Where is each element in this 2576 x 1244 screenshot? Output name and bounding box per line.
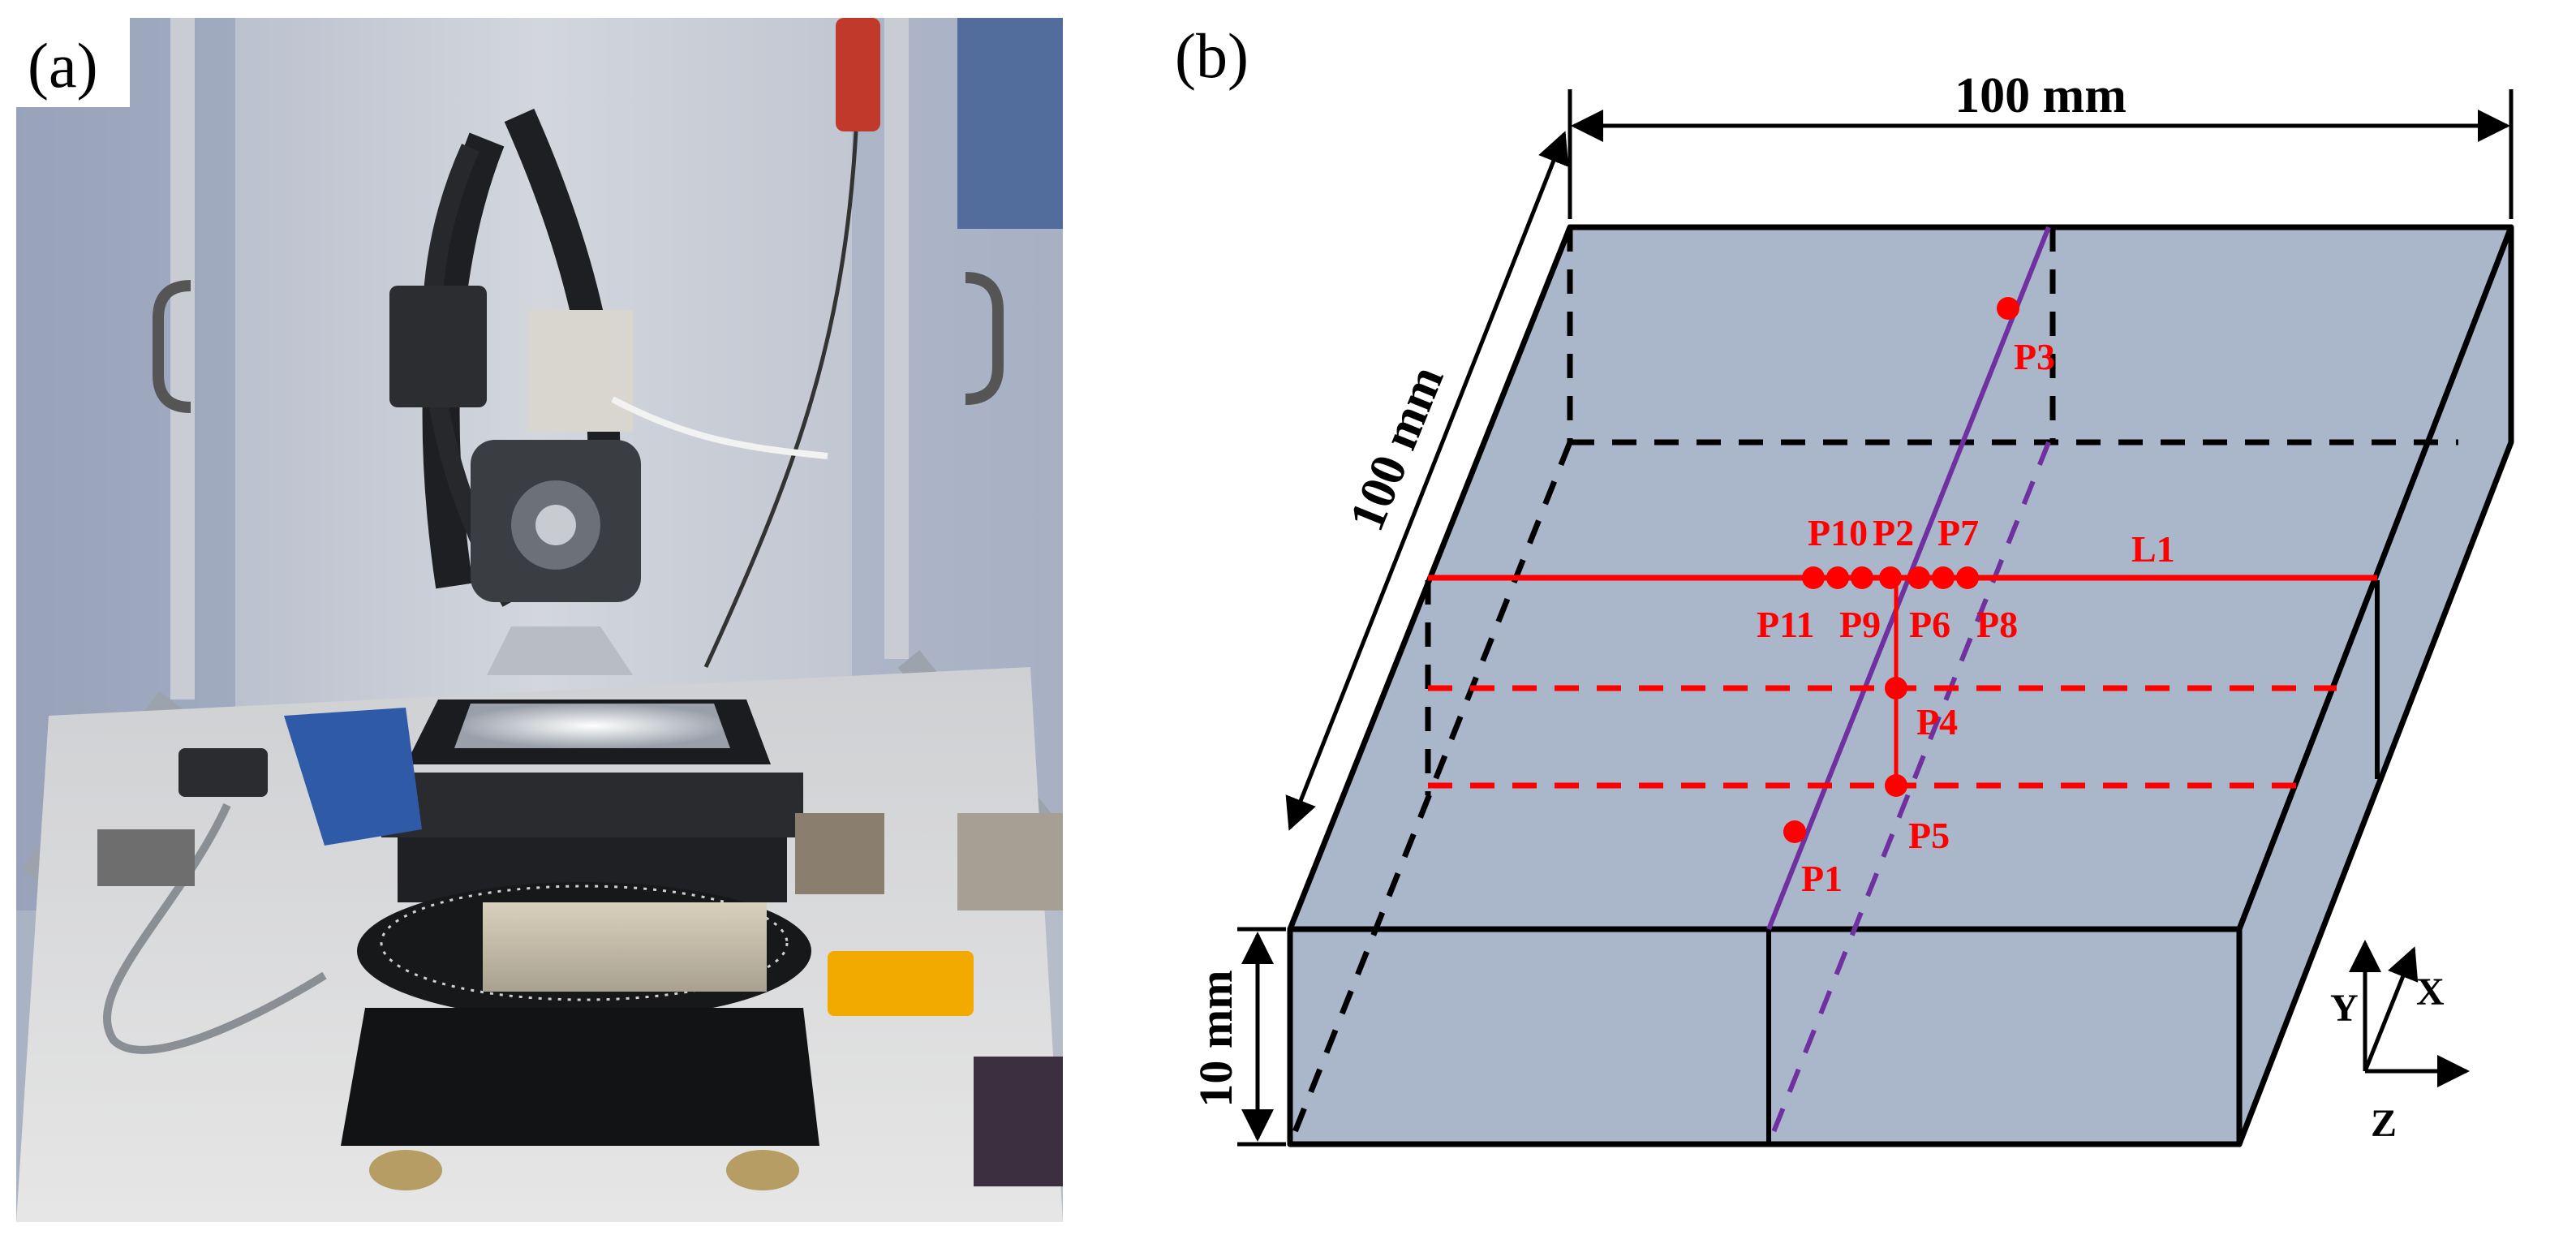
label-p9: P9 xyxy=(1839,604,1881,645)
sample-plate xyxy=(454,704,730,748)
rotation-scale xyxy=(380,885,789,1001)
goniometer-hub xyxy=(535,505,576,545)
controller-box xyxy=(178,748,268,797)
point-p7 xyxy=(1932,566,1955,589)
panalytical-label xyxy=(527,310,633,432)
label-p10: P10 xyxy=(1808,512,1868,553)
panel-a-label-bg xyxy=(16,18,130,107)
label-p2: P2 xyxy=(1873,512,1914,553)
label-p8: P8 xyxy=(1976,604,2018,645)
label-l1: L1 xyxy=(2131,528,2175,570)
point-p9 xyxy=(1851,566,1873,589)
plate-schematic-svg: (b) P3 xyxy=(1175,20,2514,1147)
detector-box xyxy=(389,286,487,407)
panel-b-label: (b) xyxy=(1175,20,1249,91)
point-p1 xyxy=(1783,820,1806,843)
white-tube xyxy=(611,396,828,459)
collimator xyxy=(487,626,633,675)
panel-b-schematic: (b) P3 xyxy=(1168,0,2576,1240)
label-p4: P4 xyxy=(1916,701,1958,743)
dim-depth-label: 100 mm xyxy=(1339,359,1454,539)
label-p6: P6 xyxy=(1909,604,1950,645)
label-p11: P11 xyxy=(1757,604,1815,645)
grey-block xyxy=(97,829,195,886)
label-p7: P7 xyxy=(1937,512,1979,553)
point-p3 xyxy=(1997,297,2019,320)
axis-y-label: Y xyxy=(2330,987,2359,1030)
label-p5: P5 xyxy=(1908,815,1950,856)
left-door-handle xyxy=(153,280,191,413)
plate-front-face xyxy=(1287,926,2243,1147)
blue-cloth xyxy=(284,708,422,846)
warning-beacon xyxy=(836,18,880,131)
leveling-foot-left xyxy=(369,1150,442,1190)
point-p6 xyxy=(1907,566,1930,589)
panel-a-label: (a) xyxy=(28,30,98,101)
pixelated-region xyxy=(957,813,1063,910)
left-frame-post xyxy=(170,18,195,699)
panel-a-photo: (a) xyxy=(16,18,1063,1222)
metal-block xyxy=(795,813,884,894)
dim-width-label: 100 mm xyxy=(1955,68,2127,123)
point-p11 xyxy=(1802,566,1825,589)
label-p3: P3 xyxy=(2014,336,2055,377)
beacon-cable xyxy=(703,131,858,669)
dim-height-label: 10 mm xyxy=(1189,970,1242,1107)
axis-x-arrow xyxy=(2363,946,2419,1072)
dim-depth-arrow xyxy=(1285,131,1569,831)
blue-sign xyxy=(957,18,1063,229)
right-door-handle xyxy=(965,272,1004,405)
right-frame-post xyxy=(884,18,909,659)
leveling-foot-right xyxy=(726,1150,799,1190)
point-p8 xyxy=(1956,566,1979,589)
point-p10 xyxy=(1826,566,1849,589)
point-p4 xyxy=(1885,677,1907,699)
xy-stage xyxy=(381,773,803,837)
label-p1: P1 xyxy=(1801,858,1843,899)
point-p5 xyxy=(1885,774,1907,797)
stage-mount-plate xyxy=(483,902,767,992)
point-p2 xyxy=(1879,566,1902,589)
axis-z-label: Z xyxy=(2371,1102,2397,1145)
diffractometer-photo: (a) xyxy=(16,18,1063,1222)
grey-cable xyxy=(103,803,327,1054)
axis-x-label: X xyxy=(2416,971,2445,1014)
pixelated-region-bottom xyxy=(974,1057,1063,1186)
yellow-pendant xyxy=(828,951,974,1016)
stage-foot-plate xyxy=(341,1008,819,1146)
